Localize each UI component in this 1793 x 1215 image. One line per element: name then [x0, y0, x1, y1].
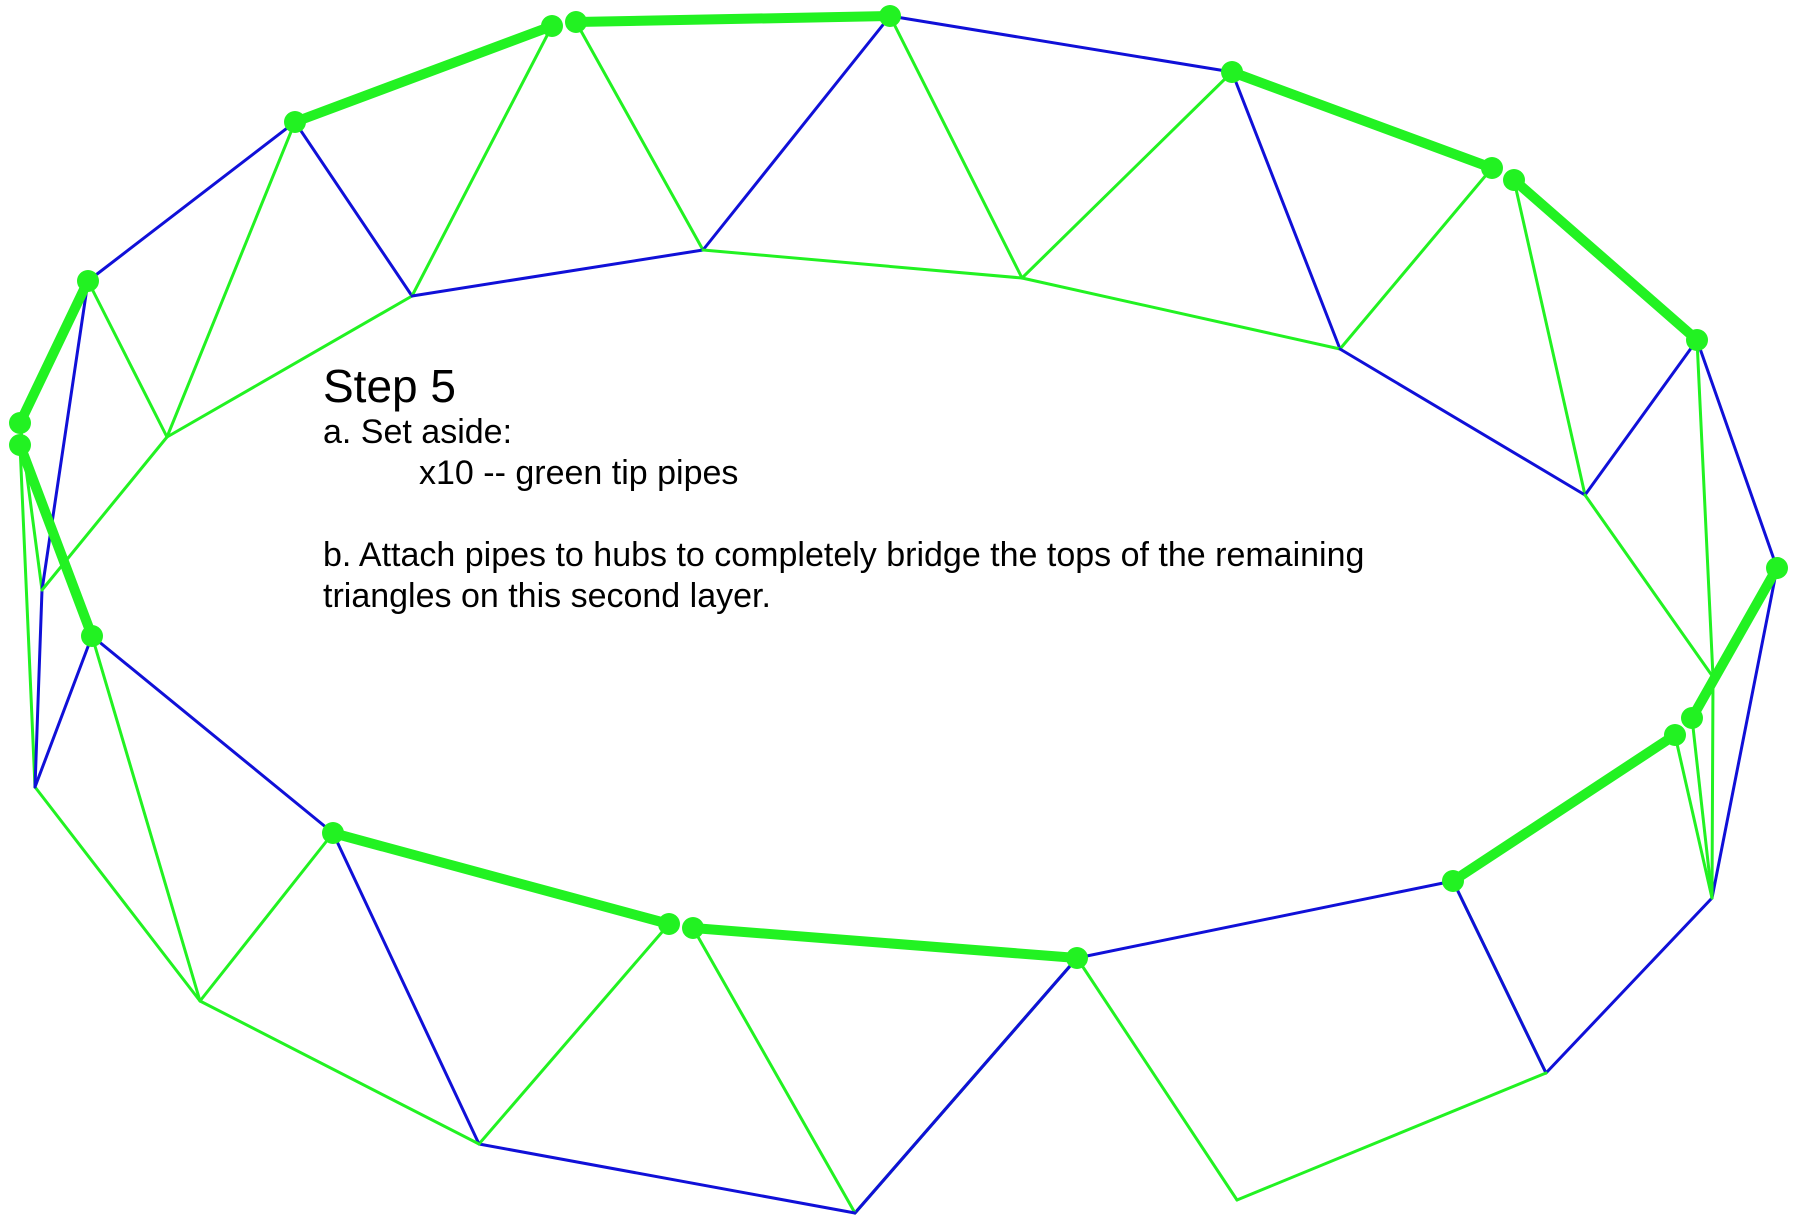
blue-pipe: [853, 956, 1079, 1215]
hub: [1066, 947, 1088, 969]
hub: [322, 822, 344, 844]
green-pipe: [888, 14, 1024, 280]
blue-pipe: [1451, 879, 1548, 1075]
green-bridging-pipe: [1227, 67, 1497, 173]
set-aside-label: a. Set aside:: [323, 413, 513, 451]
spacer: [323, 494, 1623, 535]
blue-pipe: [40, 279, 90, 592]
green-bridging-pipe: [1687, 563, 1782, 723]
green-pipe: [477, 922, 671, 1146]
green-pipe: [90, 634, 202, 1003]
blue-pipe: [1583, 338, 1699, 497]
hub: [9, 434, 31, 456]
green-pipe: [1075, 956, 1239, 1202]
instructions-block: Step 5 a. Set aside: x10 -- green tip pi…: [323, 360, 1623, 617]
blue-pipe: [410, 248, 705, 298]
hub: [1686, 329, 1708, 351]
green-pipe: [198, 999, 481, 1146]
hub: [1503, 169, 1525, 191]
blue-pipe: [888, 14, 1234, 74]
attach-instruction-line-2: triangles on this second layer.: [323, 577, 771, 615]
hub: [9, 412, 31, 434]
bridging-pipes: [15, 11, 1782, 963]
green-pipe: [701, 248, 1024, 280]
green-pipe: [1020, 70, 1234, 280]
green-pipe: [1583, 493, 1715, 679]
green-pipe: [1338, 166, 1494, 351]
green-pipe: [33, 785, 202, 1003]
hub: [565, 11, 587, 33]
hub: [1481, 157, 1503, 179]
green-bridging-pipe: [328, 828, 674, 929]
hub: [1681, 707, 1703, 729]
hub: [1664, 724, 1686, 746]
green-pipe: [165, 120, 297, 439]
green-pipe: [18, 443, 37, 789]
blue-pipe: [1710, 566, 1779, 900]
hub: [658, 913, 680, 935]
hub: [1766, 557, 1788, 579]
blue-pipe: [701, 14, 892, 252]
blue-pipe: [293, 120, 414, 298]
blue-pipe: [33, 588, 44, 789]
hub: [682, 917, 704, 939]
blue-pipe: [477, 1142, 857, 1215]
green-pipe: [1695, 338, 1715, 679]
hub: [879, 5, 901, 27]
step-title: Step 5: [323, 360, 456, 412]
green-bridging-pipe: [688, 923, 1082, 963]
blue-pipe: [1338, 347, 1587, 497]
green-bridging-pipe: [1448, 730, 1680, 886]
green-pipe: [1020, 276, 1342, 351]
blue-pipe: [33, 634, 94, 789]
green-bridging-pipe: [571, 11, 895, 27]
pipe-frame: [18, 14, 1779, 1215]
green-pipe: [574, 20, 705, 252]
attach-instruction-line-1: b. Attach pipes to hubs to completely br…: [323, 536, 1365, 574]
hub: [541, 15, 563, 37]
green-pipe: [691, 926, 857, 1215]
blue-pipe: [90, 634, 335, 835]
green-bridging-pipe: [15, 440, 97, 641]
hub: [81, 625, 103, 647]
green-bridging-pipe: [290, 21, 557, 127]
blue-pipe: [1075, 879, 1455, 960]
hubs: [9, 5, 1788, 969]
green-pipe: [1690, 716, 1714, 900]
green-pipe: [198, 831, 335, 1003]
hub: [284, 111, 306, 133]
green-pipe: [410, 24, 554, 298]
green-pipe: [1512, 178, 1587, 497]
blue-pipe: [86, 120, 297, 283]
set-aside-item: x10 -- green tip pipes: [419, 454, 739, 492]
green-pipe: [165, 294, 414, 439]
green-pipe: [1673, 733, 1714, 900]
green-pipe: [86, 279, 169, 439]
blue-pipe: [1230, 70, 1342, 351]
blue-pipe: [1695, 338, 1779, 570]
blue-pipe: [1544, 896, 1714, 1075]
hub: [1221, 61, 1243, 83]
green-pipe: [1710, 675, 1715, 900]
blue-pipe: [331, 831, 481, 1146]
hub: [1442, 870, 1464, 892]
green-bridging-pipe: [15, 276, 93, 428]
hub: [77, 270, 99, 292]
green-bridging-pipe: [1509, 175, 1702, 345]
green-pipe: [1235, 1071, 1548, 1202]
